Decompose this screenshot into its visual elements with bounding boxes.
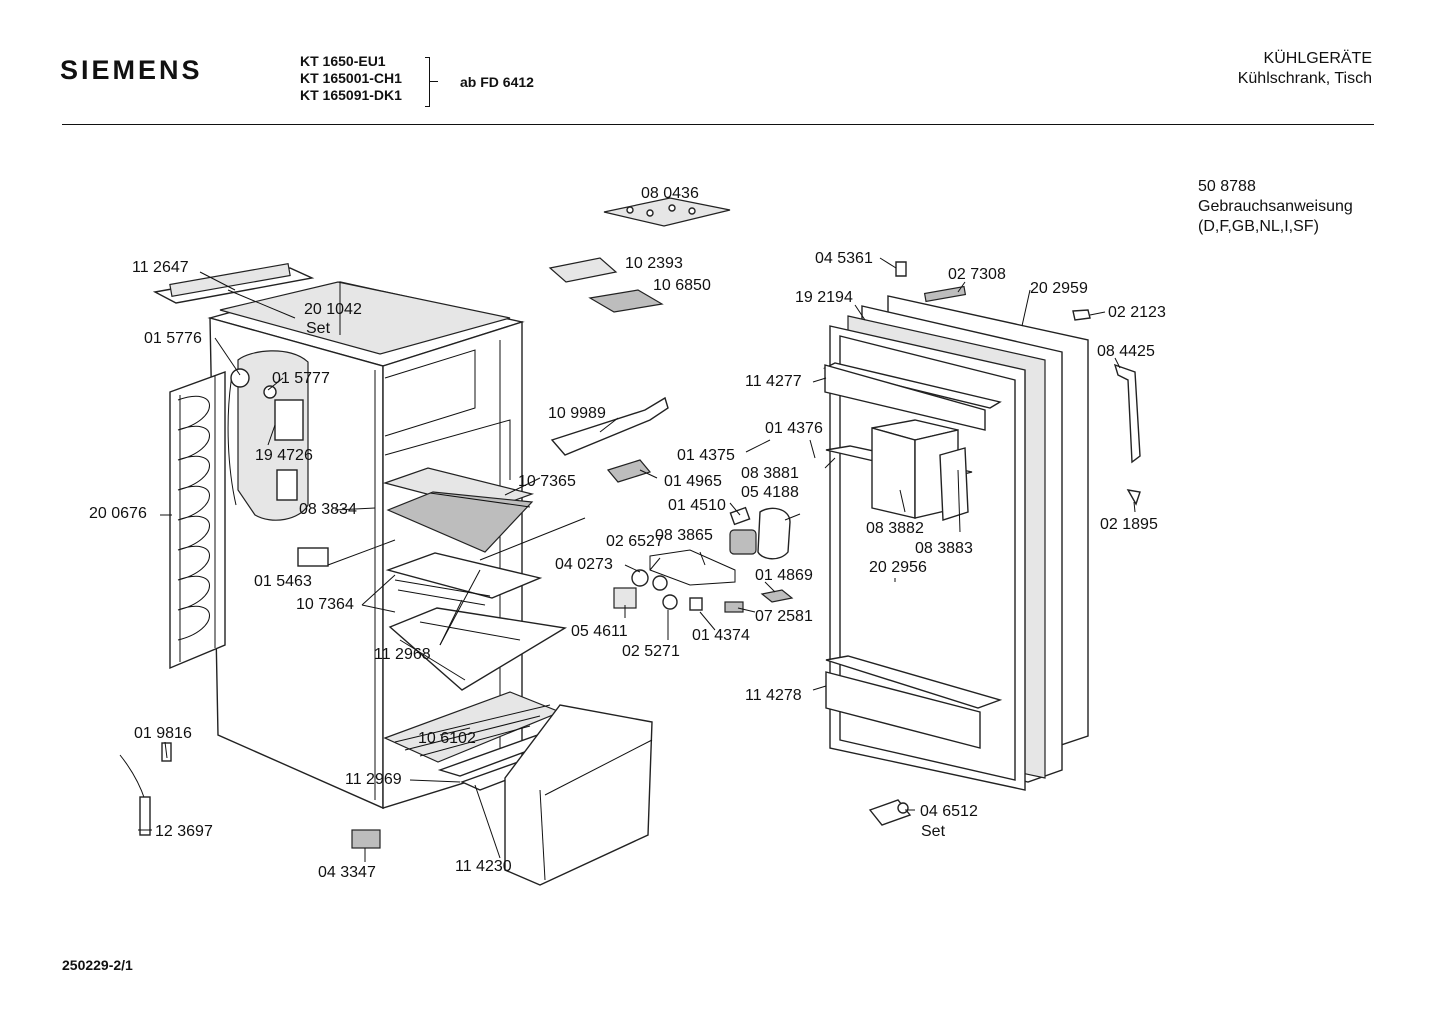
part-label: 08 3865 [655, 527, 713, 544]
part-label: 07 2581 [755, 608, 813, 625]
part-labels: 08 0436 10 2393 10 6850 11 2647 20 1042 … [89, 185, 1166, 881]
part-label: 11 2968 [374, 646, 431, 663]
part-label: 11 4230 [455, 858, 512, 875]
door [822, 261, 1141, 826]
part-label: 04 5361 [815, 250, 873, 267]
part-label: 20 2956 [869, 559, 927, 576]
category-subtitle: Kühlschrank, Tisch [1237, 70, 1372, 87]
part-label: 01 4376 [765, 420, 823, 437]
part-label: 20 2959 [1030, 280, 1088, 297]
part-label: 10 2393 [625, 255, 683, 272]
shelves [382, 467, 586, 691]
crisper-drawer [383, 691, 653, 886]
part-label: 10 6102 [418, 730, 476, 747]
part-label: 19 4726 [255, 447, 313, 464]
part-label: 08 3834 [299, 501, 357, 518]
part-label: 01 4375 [677, 447, 735, 464]
lamp-assembly [550, 396, 794, 613]
part-label: 08 3881 [741, 465, 799, 482]
part-label: 20 0676 [89, 505, 147, 522]
part-label: 01 4869 [755, 567, 813, 584]
part-label: 05 4611 [571, 623, 628, 640]
manual-number: 50 8788 [1198, 178, 1256, 195]
part-label: 10 6850 [653, 277, 711, 294]
condenser-coil [169, 371, 226, 670]
part-label: Set [921, 823, 946, 840]
freezer-door-parts [152, 262, 315, 304]
part-label: 19 2194 [795, 289, 853, 306]
part-label: 04 6512 [920, 803, 978, 820]
part-label: 02 6527 [606, 533, 664, 550]
part-label: 10 7365 [518, 473, 576, 490]
part-label: 08 0436 [641, 185, 699, 202]
part-label: 11 4278 [745, 687, 802, 704]
part-label: 02 5271 [622, 643, 680, 660]
part-label: 12 3697 [155, 823, 213, 840]
part-label: 04 0273 [555, 556, 613, 573]
model-number: KT 1650-EU1 [300, 53, 386, 69]
part-label: 01 4374 [692, 627, 750, 644]
part-label: 11 4277 [745, 373, 802, 390]
part-label: 08 3883 [915, 540, 973, 557]
model-number: KT 165001-CH1 [300, 70, 402, 86]
part-label: 01 9816 [134, 725, 192, 742]
manual-title: Gebrauchsanweisung [1198, 198, 1353, 215]
model-number: KT 165091-DK1 [300, 87, 402, 103]
part-label: 05 4188 [741, 484, 799, 501]
manual-languages: (D,F,GB,NL,I,SF) [1198, 218, 1319, 235]
header-rule [62, 124, 1374, 125]
part-label: 08 3882 [866, 520, 924, 537]
part-label: 20 1042 [304, 301, 362, 318]
evaporator-plate [227, 350, 309, 521]
part-label: 11 2647 [132, 259, 189, 276]
part-label: 08 4425 [1097, 343, 1155, 360]
part-label: 01 5776 [144, 330, 202, 347]
part-label: 02 2123 [1108, 304, 1166, 321]
part-label: 10 7364 [296, 596, 354, 613]
cabinet [207, 281, 525, 810]
category-title: KÜHLGERÄTE [1263, 50, 1372, 67]
model-bracket-tick [430, 81, 438, 82]
leader-lines [138, 257, 1136, 862]
brand-logo: SIEMENS [60, 55, 203, 85]
part-label: 02 7308 [948, 266, 1006, 283]
part-label: 01 4510 [668, 497, 726, 514]
part-label: 02 1895 [1100, 516, 1158, 533]
document-id: 250229-2/1 [62, 957, 133, 973]
part-label: 11 2969 [345, 771, 402, 788]
production-since: ab FD 6412 [460, 74, 534, 90]
thermo-probe [119, 547, 381, 849]
part-label: 10 9989 [548, 405, 606, 422]
part-label: 01 5463 [254, 573, 312, 590]
model-bracket [425, 57, 430, 107]
part-label: 04 3347 [318, 864, 376, 881]
part-label: Set [306, 320, 331, 337]
part-label: 01 5777 [272, 370, 330, 387]
part-label: 01 4965 [664, 473, 722, 490]
ice-tray [548, 197, 731, 313]
